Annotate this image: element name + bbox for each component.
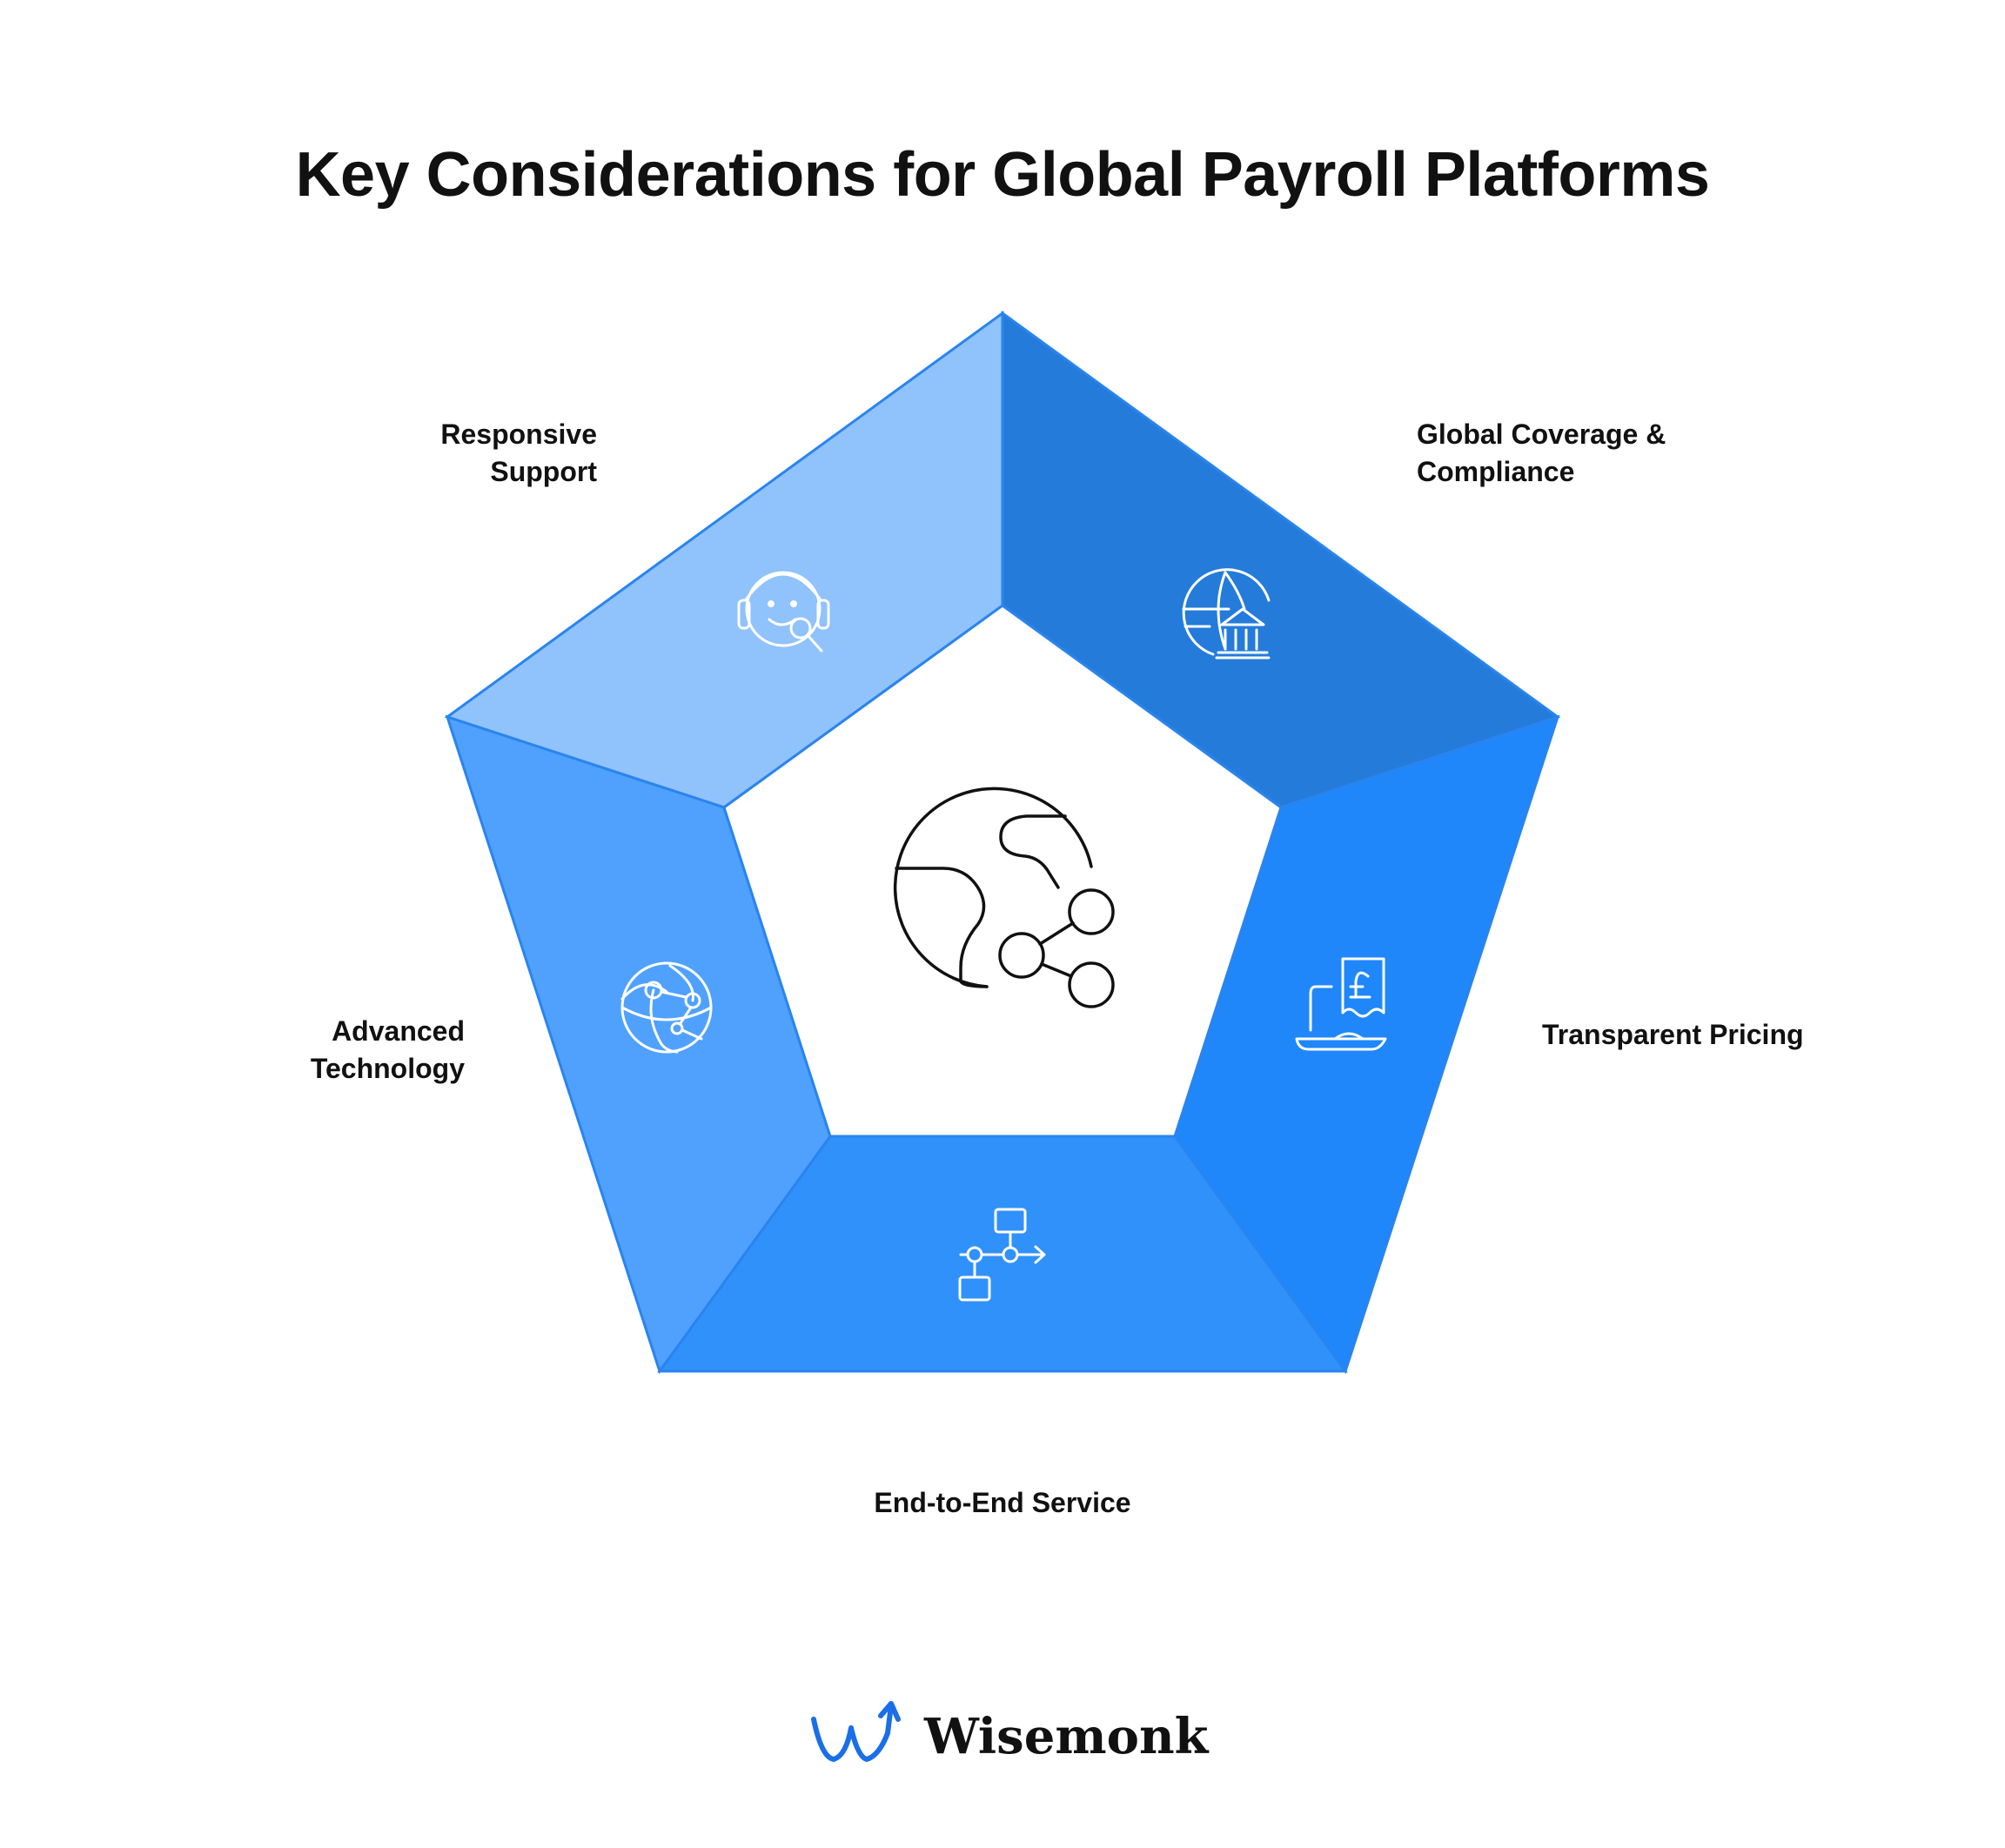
process-flow-icon	[958, 1208, 1046, 1302]
pound-receipt-icon	[1295, 957, 1387, 1051]
label-line: Advanced	[332, 1015, 465, 1047]
label-line: Global Coverage &	[1417, 418, 1666, 450]
headset-support-icon	[737, 571, 830, 653]
label-responsive-support: Responsive Support	[440, 416, 597, 491]
label-line: Responsive	[440, 418, 597, 450]
label-line: Technology	[310, 1053, 465, 1084]
page-title: Key Considerations for Global Payroll Pl…	[295, 140, 1710, 210]
center-pentagon	[722, 604, 1283, 1138]
brand-logo-spacer	[809, 1693, 905, 1780]
label-line: End-to-End Service	[874, 1487, 1131, 1518]
label-line: Transparent Pricing	[1542, 1019, 1804, 1050]
label-transparent-pricing: Transparent Pricing	[1542, 1016, 1804, 1054]
brand: Wisemonk	[809, 1693, 1208, 1780]
globe-bank-icon	[1182, 568, 1271, 660]
wisemonk-logo-icon	[811, 1701, 901, 1762]
brand-name: Wisemonk	[924, 1708, 1209, 1765]
label-global-coverage: Global Coverage & Compliance	[1417, 416, 1666, 491]
label-end-to-end-service: End-to-End Service	[0, 1484, 2005, 1522]
globe-share-icon	[893, 787, 1115, 1008]
label-line: Compliance	[1417, 456, 1575, 487]
label-advanced-technology: Advanced Technology	[311, 1013, 465, 1088]
network-globe-icon	[620, 961, 713, 1054]
label-line: Support	[490, 456, 597, 487]
